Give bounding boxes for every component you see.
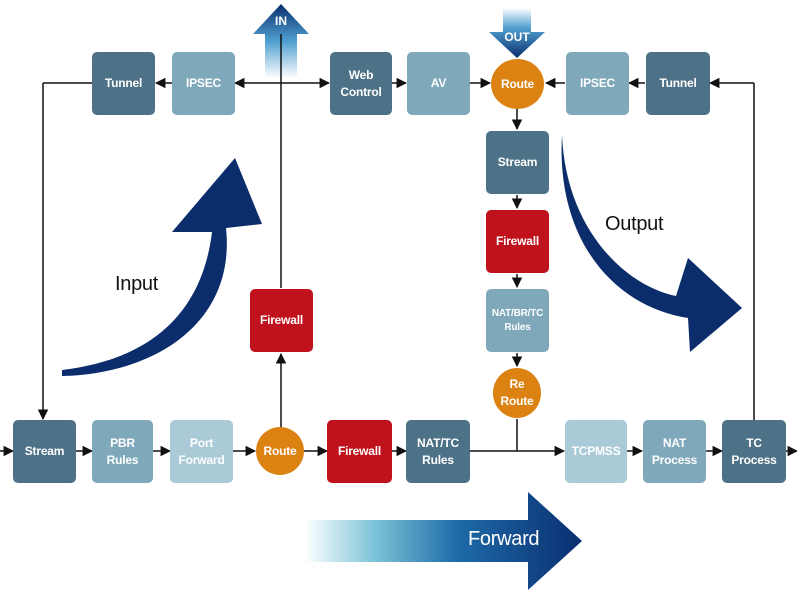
out-arrow-label: OUT (504, 30, 530, 44)
in-arrow-label: IN (275, 14, 287, 28)
forward-arrow (305, 492, 582, 590)
tunnel-right-node: Tunnel (646, 52, 710, 115)
route-forward-node: Route (256, 427, 304, 475)
ipsec-right-node: IPSEC (566, 52, 629, 115)
output-curve-arrow (561, 135, 742, 352)
port-forward-node: Port Forward (170, 420, 233, 483)
av-node: AV (407, 52, 470, 115)
stream-output-node: Stream (486, 131, 549, 194)
forward-label: Forward (468, 528, 540, 550)
output-label: Output (605, 213, 664, 235)
re-route-node: Re Route (493, 368, 541, 418)
firewall-output-node: Firewall (486, 210, 549, 273)
nat-process-node: NAT Process (643, 420, 706, 483)
input-curve-arrow (62, 158, 262, 376)
web-control-node: Web Control (330, 52, 392, 115)
pbr-rules-node: PBR Rules (92, 420, 153, 483)
firewall-input-node: Firewall (250, 289, 313, 352)
tc-process-node: TC Process (722, 420, 786, 483)
nat-br-tc-rules-node: NAT/BR/TC Rules (486, 289, 549, 352)
ipsec-left-node: IPSEC (172, 52, 235, 115)
firewall-forward-node: Firewall (327, 420, 392, 483)
out-arrow (489, 8, 545, 58)
stream-forward-node: Stream (13, 420, 76, 483)
nat-tc-rules-node: NAT/TC Rules (406, 420, 470, 483)
tcpmss-node: TCPMSS (565, 420, 627, 483)
tunnel-left-node: Tunnel (92, 52, 155, 115)
route-output-node: Route (491, 59, 544, 109)
input-label: Input (115, 273, 158, 295)
